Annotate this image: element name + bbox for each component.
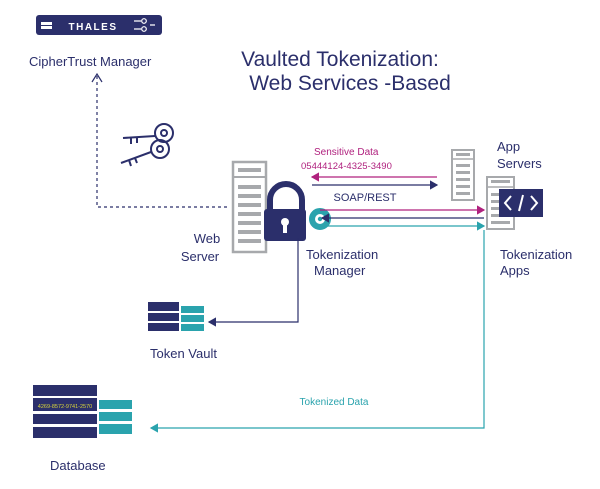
tokenized-data-connector bbox=[149, 230, 485, 433]
app-servers-label-line-1: App bbox=[497, 139, 520, 154]
token-vault-label: Token Vault bbox=[150, 346, 217, 361]
database-icon: 4269-8572-9741-2570 bbox=[33, 385, 132, 438]
sensitive-data-value: 05444124-4325-3490 bbox=[301, 161, 392, 172]
code-icon bbox=[499, 189, 543, 217]
web-server-icon bbox=[231, 160, 268, 254]
sensitive-data-label: Sensitive Data bbox=[314, 147, 379, 158]
app-servers-label-line-2: Servers bbox=[497, 156, 542, 171]
web-server-label-line-1: Web bbox=[194, 231, 221, 246]
tokenization-apps-label-line-2: Apps bbox=[500, 263, 530, 278]
key-management-arrowhead bbox=[91, 72, 103, 83]
web-server-label-line-2: Server bbox=[181, 249, 220, 264]
logo-text: THALES bbox=[69, 22, 118, 33]
tokenization-manager-icon bbox=[264, 181, 333, 241]
tokenized-data-label: Tokenized Data bbox=[300, 397, 369, 408]
tokenization-apps-label-line-1: Tokenization bbox=[500, 247, 572, 262]
ciphertrust-manager-label: CipherTrust Manager bbox=[29, 54, 152, 69]
token-vault-icon bbox=[148, 302, 204, 331]
token-vault-connector bbox=[207, 238, 299, 327]
key-management-connector bbox=[96, 76, 228, 208]
title-line-1: Vaulted Tokenization: bbox=[241, 48, 439, 71]
database-label: Database bbox=[50, 458, 106, 473]
soap-rest-label: SOAP/REST bbox=[334, 192, 397, 204]
title-line-2: Web Services -Based bbox=[249, 72, 451, 95]
app-server-icon bbox=[451, 149, 475, 201]
tokenization-manager-label-line-2: Manager bbox=[314, 263, 366, 278]
keys-icon bbox=[120, 123, 174, 167]
tokenization-manager-label-line-1: Tokenization bbox=[306, 247, 378, 262]
database-record: 4269-8572-9741-2570 bbox=[38, 404, 92, 410]
thales-logo: THALES bbox=[36, 15, 162, 35]
